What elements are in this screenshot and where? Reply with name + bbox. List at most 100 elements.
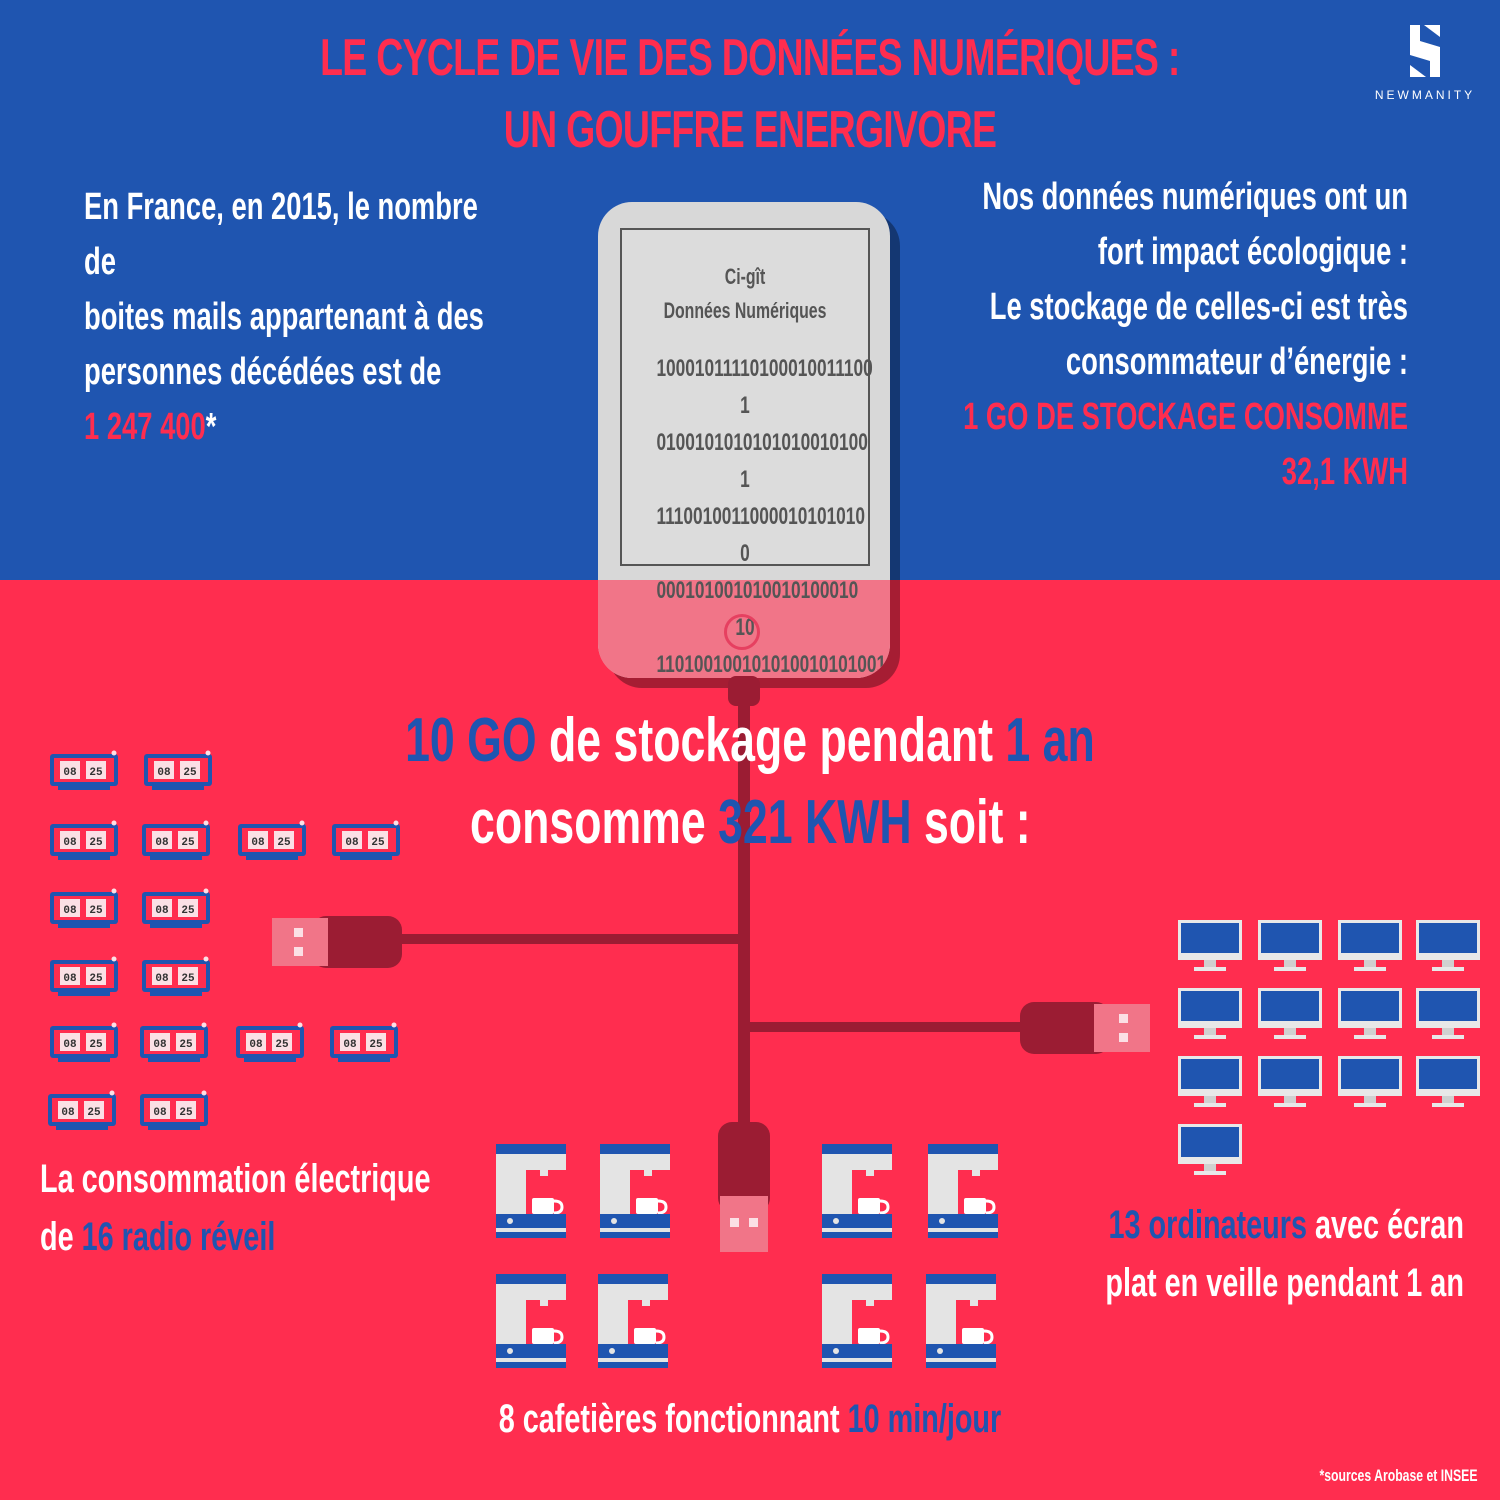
radio-alarm-clock-icon: 08 25 [50,1022,118,1062]
right-text-block: Nos données numériques ont un fort impac… [962,170,1408,500]
center-highlight-1an: 1 an [1005,706,1095,775]
svg-text:08: 08 [63,1039,77,1051]
svg-text:25: 25 [89,767,103,779]
radio-alarm-clock-icon: 08 25 [238,820,306,860]
coffee-maker-icon [822,1274,892,1368]
flat-screen-computer-icon [1416,1056,1480,1107]
coffee-maker-icon [928,1144,998,1238]
svg-text:08: 08 [155,973,169,985]
svg-text:25: 25 [369,1039,383,1051]
flat-screen-computer-icon [1178,988,1242,1039]
mailbox-count: 1 247 400 [84,406,206,448]
caption-radios-pre: de [40,1215,82,1259]
caption-radios-highlight: 16 radio réveil [81,1215,276,1259]
svg-text:08: 08 [63,767,77,779]
screen-title-1: Ci-gît [724,264,766,289]
cable-vertical [738,680,750,1130]
left-line-1: En France, en 2015, le nombre de [84,186,478,283]
caption-computers-line-2: plat en veille pendant 1 an [1105,1261,1464,1305]
center-statement: 10 GO de stockage pendant 1 an consomme … [0,700,1500,864]
newmanity-logo-icon [1410,25,1440,77]
center-highlight-kwh: 321 KWH [717,788,912,857]
flat-screen-computer-icon [1178,1124,1242,1175]
binary-line: 0100101010101010010100 1 [656,429,868,493]
svg-text:25: 25 [179,1107,193,1119]
binary-line: 10001011110100010011100 1 [656,355,873,419]
radio-alarm-clock-icon: 08 25 [144,750,212,790]
svg-text:25: 25 [181,905,195,917]
svg-text:25: 25 [181,837,195,849]
radio-alarm-clock-icon: 08 25 [48,1090,116,1130]
svg-text:25: 25 [179,1039,193,1051]
screen-title-2: Données Numériques [663,298,827,323]
caption-computers-rest: avec écran [1307,1203,1464,1247]
svg-text:25: 25 [87,1107,101,1119]
svg-text:08: 08 [61,1107,75,1119]
flat-screen-computer-icon [1416,988,1480,1039]
radio-alarm-clock-icon: 08 25 [142,956,210,996]
svg-text:08: 08 [157,767,171,779]
flat-screen-computer-icon [1338,988,1402,1039]
phone: Ci-gît Données Numériques 10001011110100… [598,202,890,678]
logo-text: NEWMANITY [1374,88,1476,102]
svg-text:25: 25 [181,973,195,985]
left-text-block: En France, en 2015, le nombre de boites … [84,180,487,455]
usb-plug-right-icon [1020,1002,1150,1054]
svg-text:08: 08 [343,1039,357,1051]
title-line-1: LE CYCLE DE VIE DES DONNÉES NUMÉRIQUES : [320,29,1180,87]
flat-screen-computer-icon [1258,988,1322,1039]
radio-alarm-clock-icon: 08 25 [50,750,118,790]
flat-screen-computer-icon [1338,920,1402,971]
coffee-maker-icon [496,1274,566,1368]
flat-screen-computer-icon [1258,920,1322,971]
binary-line: 1110010011000010101010 0 [656,503,866,567]
svg-text:25: 25 [183,767,197,779]
page-title: LE CYCLE DE VIE DES DONNÉES NUMÉRIQUES :… [0,22,1500,166]
asterisk: * [205,406,217,448]
radio-alarm-clock-icon: 08 25 [142,820,210,860]
left-line-3: personnes décédées est de [84,351,442,393]
right-line-2: fort impact écologique : [1097,231,1408,273]
svg-text:08: 08 [251,837,265,849]
right-line-3: Le stockage de celles-ci est très [989,286,1408,328]
center-highlight-10go: 10 GO [405,706,537,775]
usb-plug-left-icon [272,916,402,968]
center-text-3: soit : [911,788,1031,857]
sources-note: *sources Arobase et INSEE [1319,1466,1478,1485]
svg-text:25: 25 [277,837,291,849]
center-text-2: consomme [469,788,718,857]
caption-radios: La consommation électrique de 16 radio r… [40,1150,430,1266]
binary-block: 10001011110100010011100 1 01001010101010… [656,350,886,678]
svg-text:08: 08 [345,837,359,849]
caption-computers-highlight: 13 ordinateurs [1108,1203,1308,1247]
svg-text:08: 08 [63,973,77,985]
caption-computers: 13 ordinateurs avec écran plat en veille… [1105,1196,1464,1312]
svg-text:08: 08 [249,1039,263,1051]
flat-screen-computer-icon [1416,920,1480,971]
flat-screen-computer-icon [1338,1056,1402,1107]
storage-highlight-1: 1 GO DE STOCKAGE CONSOMME [963,396,1408,438]
flat-screen-computer-icon [1178,1056,1242,1107]
caption-radios-line-1: La consommation électrique [40,1157,431,1201]
radio-alarm-clock-icon: 08 25 [330,1022,398,1062]
svg-text:08: 08 [63,837,77,849]
phone-screen: Ci-gît Données Numériques 10001011110100… [620,228,886,678]
caption-coffee-text: 8 cafetières fonctionnant [498,1397,848,1441]
svg-text:25: 25 [89,905,103,917]
coffee-maker-icon [598,1274,668,1368]
coffee-maker-icon [600,1144,670,1238]
svg-text:08: 08 [63,905,77,917]
right-line-1: Nos données numériques ont un [982,176,1408,218]
cable-right [744,1022,1024,1032]
svg-text:08: 08 [155,837,169,849]
logo: NEWMANITY [1370,25,1480,102]
caption-coffee-highlight: 10 min/jour [847,1397,1002,1441]
coffee-maker-icon [926,1274,996,1368]
coffee-maker-icon [496,1144,566,1238]
svg-text:25: 25 [89,1039,103,1051]
